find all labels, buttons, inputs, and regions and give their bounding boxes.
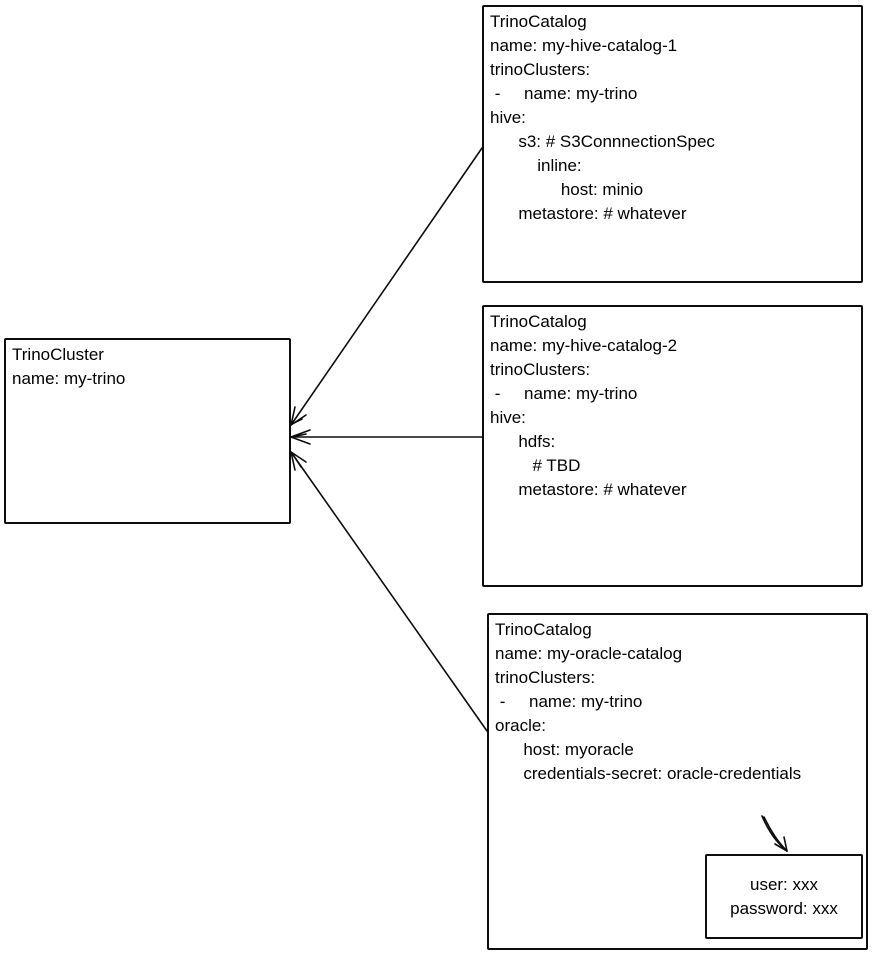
arrowhead-catalog2	[290, 429, 311, 445]
edge-catalog3-to-cluster	[290, 451, 488, 732]
trino-cluster-box: TrinoCluster name: my-trino	[4, 338, 291, 524]
catalog3-host: host: myoracle	[495, 740, 634, 759]
catalog2-hive: hive:	[490, 408, 526, 427]
catalog1-cluster-name: - name: my-trino	[490, 84, 638, 103]
catalog2-cluster-name: - name: my-trino	[490, 384, 638, 403]
trino-catalog-box-3: TrinoCatalog name: my-oracle-catalog tri…	[487, 613, 868, 950]
catalog3-trino-clusters: trinoClusters:	[495, 668, 596, 687]
catalog2-trino-clusters: trinoClusters:	[490, 360, 591, 379]
catalog1-metastore: metastore: # whatever	[490, 204, 687, 223]
secret-user: user: xxx	[749, 874, 819, 894]
catalog1-title: TrinoCatalog	[490, 12, 587, 31]
catalog2-name: name: my-hive-catalog-2	[490, 336, 678, 355]
oracle-credentials-secret-box: user: xxx password: xxx	[705, 854, 863, 939]
catalog1-inline: inline:	[490, 156, 582, 175]
catalog2-hdfs: hdfs:	[490, 432, 556, 451]
trino-catalog-box-2: TrinoCatalog name: my-hive-catalog-2 tri…	[482, 305, 863, 587]
secret-password: password: xxx	[730, 898, 838, 918]
trino-cluster-name: name: my-trino	[12, 369, 126, 388]
trino-cluster-title: TrinoCluster	[12, 345, 104, 364]
catalog1-s3: s3: # S3ConnnectionSpec	[490, 132, 715, 151]
catalog1-host: host: minio	[490, 180, 644, 199]
catalog2-title: TrinoCatalog	[490, 312, 587, 331]
catalog3-name: name: my-oracle-catalog	[495, 644, 683, 663]
trino-catalog-box-1: TrinoCatalog name: my-hive-catalog-1 tri…	[482, 5, 863, 283]
catalog3-oracle: oracle:	[495, 716, 547, 735]
catalog3-title: TrinoCatalog	[495, 620, 592, 639]
arrowhead-catalog1	[290, 406, 307, 426]
catalog1-name: name: my-hive-catalog-1	[490, 36, 678, 55]
arrowhead-catalog3	[290, 451, 307, 471]
catalog3-cluster-name: - name: my-trino	[495, 692, 643, 711]
catalog1-hive: hive:	[490, 108, 526, 127]
edge-catalog1-to-cluster	[290, 147, 483, 426]
catalog3-credentials-secret: credentials-secret: oracle-credentials	[495, 764, 802, 783]
catalog2-metastore: metastore: # whatever	[490, 480, 687, 499]
catalog1-trino-clusters: trinoClusters:	[490, 60, 591, 79]
catalog2-tbd-comment: # TBD	[490, 456, 581, 475]
